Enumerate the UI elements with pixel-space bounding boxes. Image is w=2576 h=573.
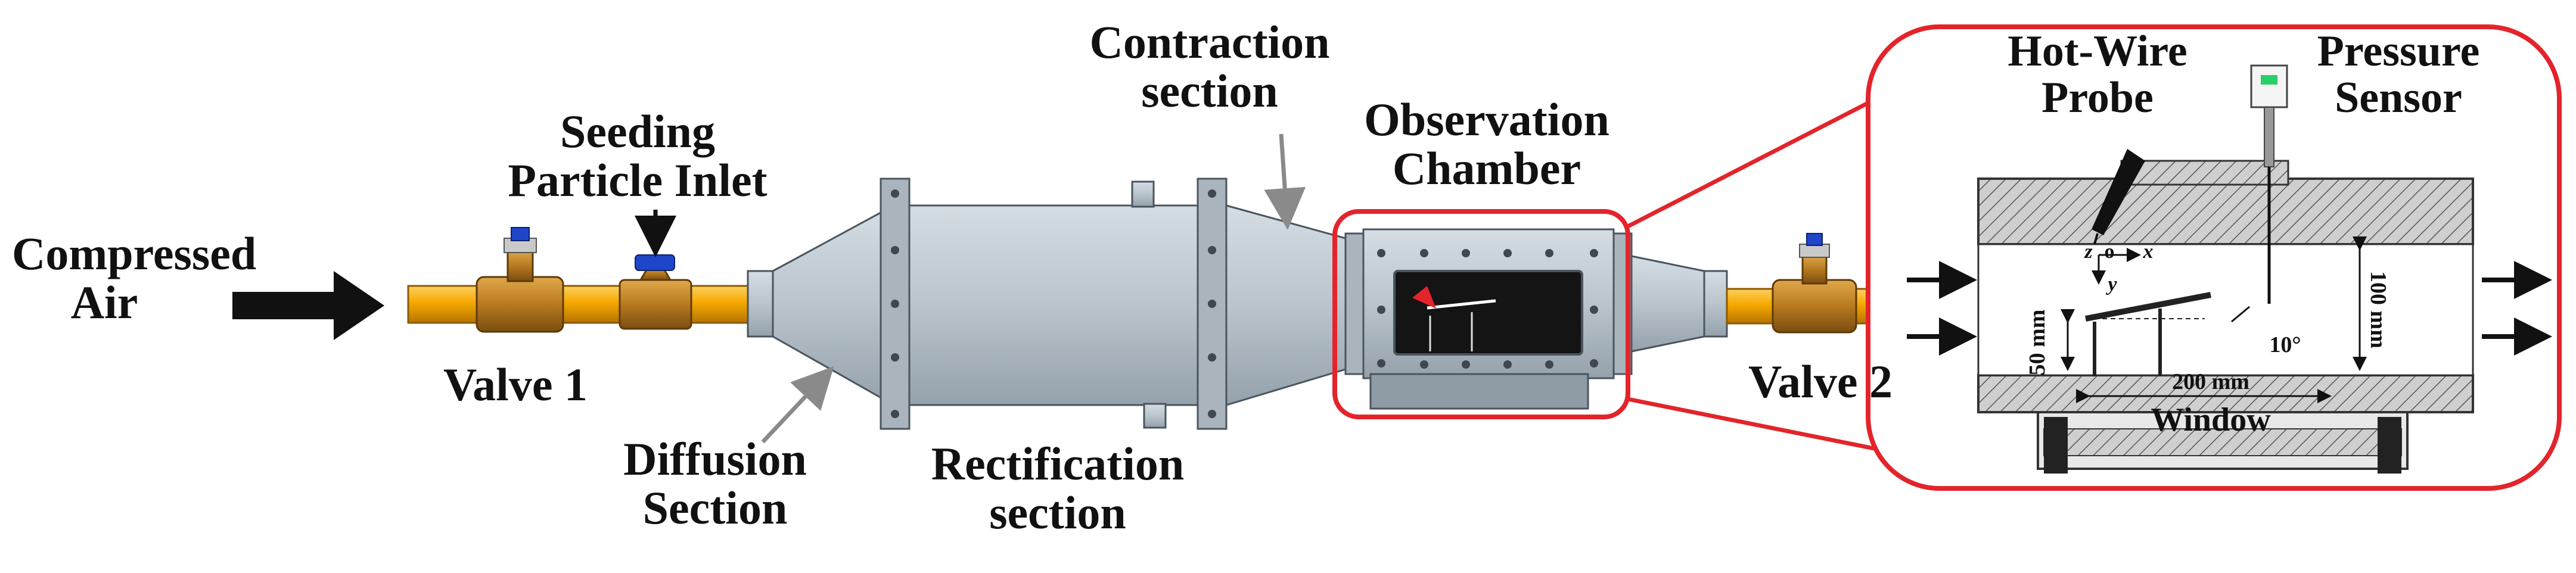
label-dim-100: 100 mm [2365,271,2391,348]
detail-bubble [1866,24,2562,491]
label-valve-2: Valve 2 [1748,356,1893,407]
inlet-pipe [407,285,752,324]
diffusion-pointer [761,366,834,444]
valve-2 [1772,233,1857,334]
seeding-inlet-fitting [619,210,692,330]
observation-highlight [1332,209,1630,419]
label-window: Window [2151,401,2271,438]
rectification-section [880,177,1228,430]
pressure-sensor [2250,64,2288,304]
valve-1 [476,227,564,333]
label-angle: 10° [2269,332,2301,357]
label-valve-1: Valve 1 [443,359,588,410]
zoom-line-bottom [1627,397,1896,455]
label-axis-z: z [2084,241,2093,263]
air-inlet-arrow [232,271,384,340]
observation-chamber [1344,228,1633,410]
outlet-nozzle [1630,255,1728,353]
label-axis-x: x [2143,241,2154,263]
contraction-pointer [1264,133,1306,230]
hot-wire-probe [2092,149,2145,245]
label-dim-50: 50 mm [2025,309,2050,376]
zoom-line-top [1627,93,1884,229]
label-axis-y: y [2108,273,2117,295]
contraction-cone [1225,204,1347,407]
label-axis-o: o [2104,241,2115,263]
label-dim-200: 200 mm [2172,369,2249,394]
diffusion-cone [747,204,895,407]
